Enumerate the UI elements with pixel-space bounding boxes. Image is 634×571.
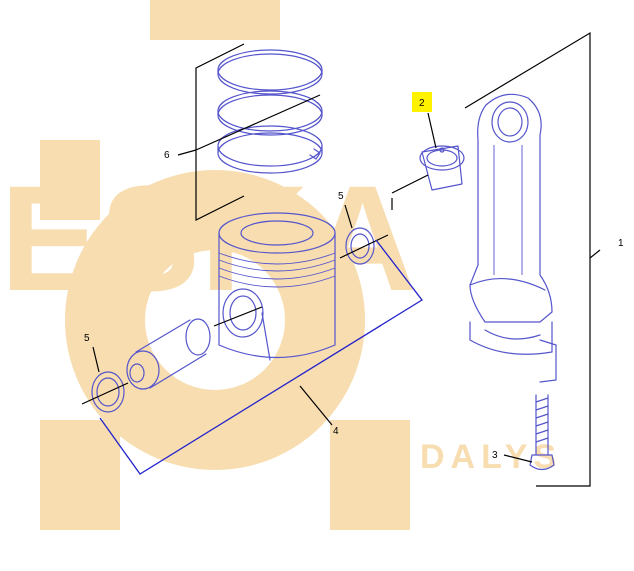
retainer-ring-top <box>345 227 375 265</box>
piston <box>218 212 336 361</box>
group-bracket <box>99 239 423 475</box>
callout-highlight <box>412 92 432 112</box>
bearing <box>419 145 465 191</box>
callouts: 1 2 3 4 5 5 6 <box>84 98 624 461</box>
watermark-dalys: DALYS <box>420 438 562 476</box>
reference-lines <box>81 31 601 487</box>
watermark-eska: ESKA <box>0 154 417 322</box>
callout-bearing[interactable]: 2 <box>419 98 425 109</box>
piston-rings <box>217 49 323 174</box>
piston-pin <box>126 318 211 390</box>
callout-retainer-ring-top[interactable]: 5 <box>338 191 344 202</box>
callout-piston-pin[interactable]: 4 <box>333 426 339 437</box>
gear-icon <box>40 0 410 530</box>
watermark: ESKA DALYS <box>0 0 562 530</box>
rod-bolt <box>529 394 555 471</box>
callout-connecting-rod[interactable]: 1 <box>618 238 624 249</box>
connecting-rod <box>469 93 557 383</box>
callout-piston-rings[interactable]: 6 <box>164 150 170 161</box>
callout-bolt[interactable]: 3 <box>492 450 498 461</box>
callout-retainer-ring-bottom[interactable]: 5 <box>84 333 90 344</box>
retainer-ring-bottom <box>91 371 125 413</box>
